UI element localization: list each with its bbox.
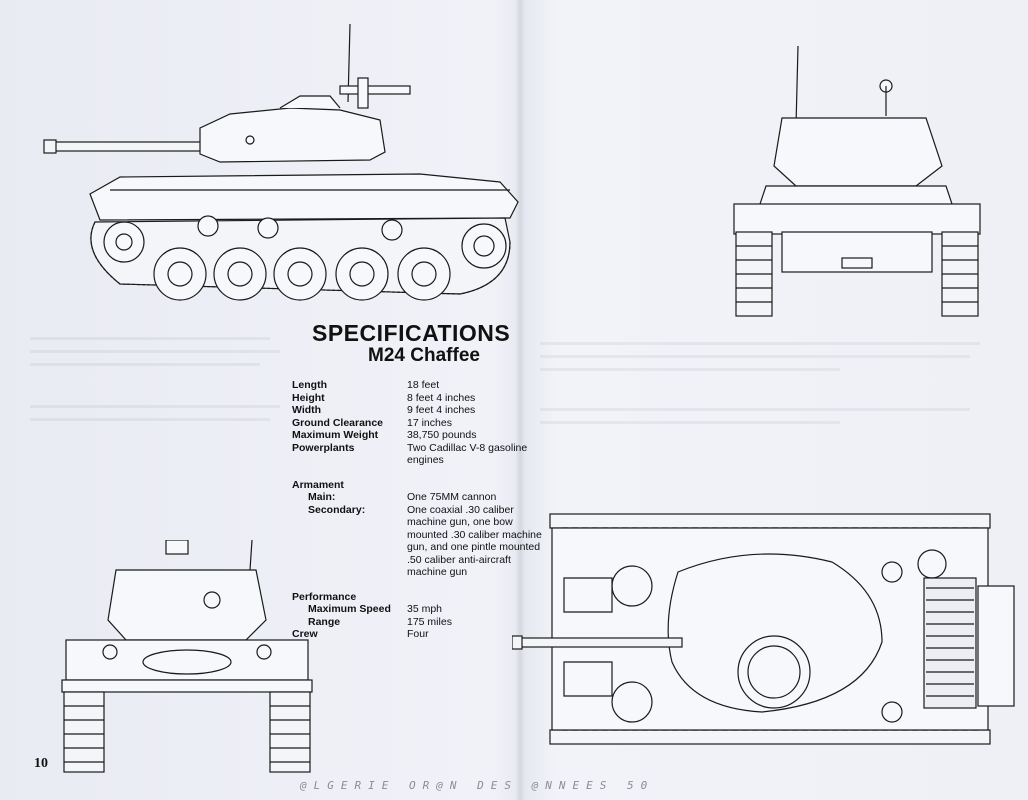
spec-label: Range <box>308 615 341 628</box>
spec-value: 18 feet <box>407 379 440 391</box>
spec-value: Four <box>407 628 429 640</box>
spec-row-maximum-speed: Maximum Speed 35 mph <box>292 603 552 616</box>
spec-row-powerplants: Powerplants Two Cadillac V-8 gasoline en… <box>292 442 552 467</box>
armament-heading: Armament <box>292 478 344 491</box>
bleed-through-line <box>540 421 840 424</box>
spec-value: 8 feet 4 inches <box>407 391 476 404</box>
tank-front-view-drawing <box>726 46 988 321</box>
spec-label: Length <box>292 379 327 391</box>
spec-row-armament-secondary: Secondary: One coaxial .30 caliber machi… <box>292 504 552 579</box>
page-number: 10 <box>34 756 48 771</box>
bleed-through-line <box>30 405 280 408</box>
spec-row-range: Range 175 miles <box>292 616 552 629</box>
bleed-through-line <box>30 363 260 366</box>
spec-row-armament-main: Main: One 75MM cannon <box>292 491 552 504</box>
spec-row-maximum-weight: Maximum Weight 38,750 pounds <box>292 429 552 442</box>
bleed-through-line <box>30 337 270 340</box>
specifications-title: SPECIFICATIONS <box>312 320 511 346</box>
spec-label: Ground Clearance <box>292 416 384 429</box>
spec-value: One 75MM cannon <box>407 491 497 503</box>
spec-row-ground-clearance: Ground Clearance 17 inches <box>292 417 552 430</box>
spec-label: Secondary: <box>308 503 366 516</box>
bleed-through-line <box>30 418 270 421</box>
spec-label: Maximum Weight <box>292 429 379 441</box>
tank-top-view-drawing <box>512 512 1017 752</box>
tank-rear-view-drawing <box>56 540 318 775</box>
spec-label: Height <box>292 391 325 404</box>
watermark: @LGERIE OR@N DES @NNEES 50 <box>300 779 655 792</box>
spec-label: Width <box>292 404 322 416</box>
spec-label: Maximum Speed <box>308 603 391 615</box>
page-fold <box>515 0 525 800</box>
bleed-through-line <box>540 368 840 371</box>
spec-label: Main: <box>308 491 336 503</box>
specifications-table: Length 18 feet Height 8 feet 4 inches Wi… <box>292 379 552 641</box>
spec-value: 175 miles <box>407 615 452 628</box>
spec-value: 38,750 pounds <box>407 429 477 441</box>
bleed-through-line <box>540 342 980 345</box>
performance-heading: Performance <box>292 590 357 603</box>
spec-value: 9 feet 4 inches <box>407 404 476 416</box>
bleed-through-line <box>30 350 280 353</box>
tank-name-subtitle: M24 Chaffee <box>368 345 480 366</box>
spec-row-width: Width 9 feet 4 inches <box>292 404 552 417</box>
bleed-through-line <box>540 355 970 358</box>
spec-row-crew: Crew Four <box>292 628 552 641</box>
spec-label: Crew <box>292 628 318 640</box>
spec-label: Powerplants <box>292 441 355 454</box>
spec-row-length: Length 18 feet <box>292 379 552 392</box>
spec-value: 17 inches <box>407 416 452 429</box>
spec-row-height: Height 8 feet 4 inches <box>292 392 552 405</box>
bleed-through-line <box>540 408 970 411</box>
spec-value: Two Cadillac V-8 gasoline engines <box>407 441 528 467</box>
spec-value: One coaxial .30 caliber machine gun, one… <box>407 503 542 579</box>
spec-value: 35 mph <box>407 603 443 615</box>
tank-side-view-drawing <box>40 22 530 312</box>
